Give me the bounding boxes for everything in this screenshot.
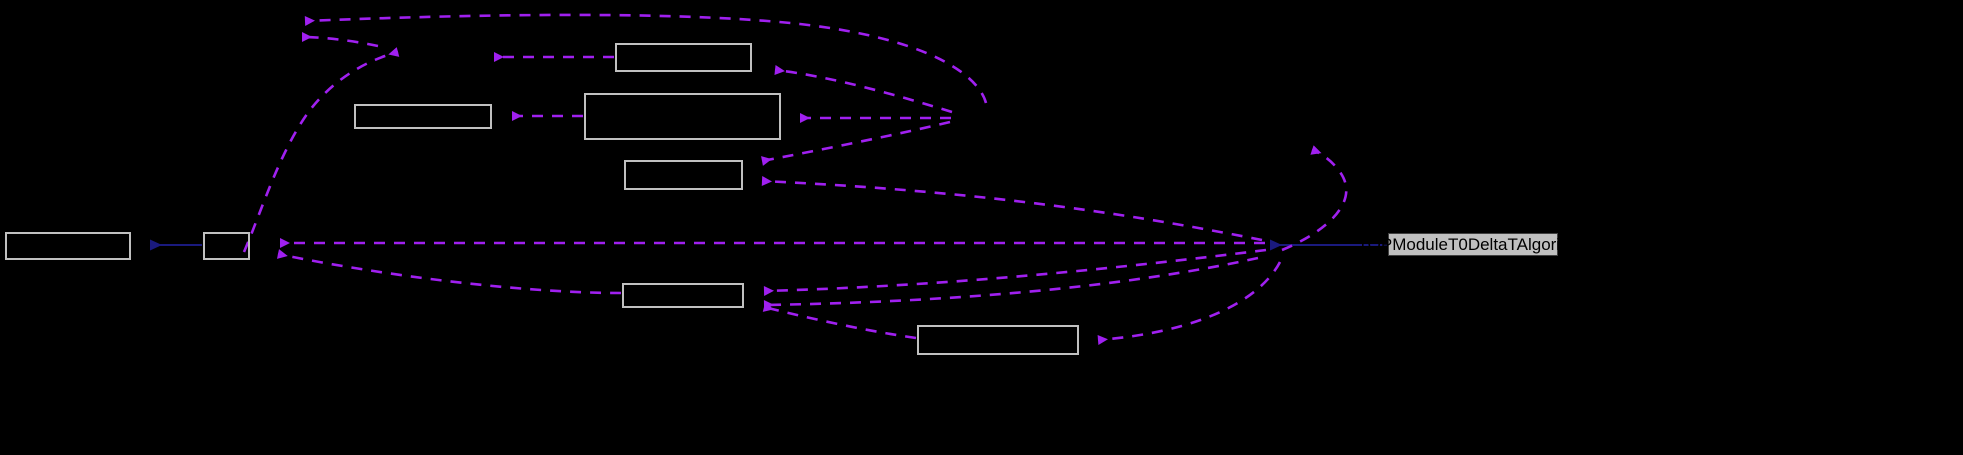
edge-main-to-node-h	[1097, 261, 1282, 345]
edge-main-to-node-f-upper	[761, 120, 951, 166]
graph-node-node-f[interactable]	[624, 160, 743, 190]
dashed-edges	[242, 13, 1348, 345]
graph-node-node-e[interactable]	[584, 93, 781, 140]
edge-curve-b-up-left	[242, 47, 400, 253]
edge-main-to-upper-right	[1281, 145, 1348, 252]
edge-main-to-node-d	[774, 65, 953, 114]
edge-main-to-node-f-lower	[761, 176, 1263, 242]
graph-node-node-b[interactable]	[203, 232, 250, 260]
edge-top-sweep-2	[301, 32, 379, 48]
edge-top-sweep-1	[304, 13, 988, 104]
graph-node-label: TOPModuleT0DeltaTAlgorithm	[1357, 235, 1589, 254]
edge-node-g-to-node-b	[276, 249, 622, 295]
graph-node-node-a[interactable]	[5, 232, 131, 260]
graph-node-node-g[interactable]	[622, 283, 744, 308]
edge-node-h-to-node-g	[762, 302, 917, 340]
graph-node-node-main[interactable]: TOPModuleT0DeltaTAlgorithm	[1358, 233, 1588, 256]
graph-node-node-h[interactable]	[917, 325, 1079, 355]
graph-node-node-c[interactable]	[354, 104, 492, 129]
edge-main-to-node-g-lower	[763, 256, 1259, 310]
edge-main-to-node-g-upper	[763, 248, 1267, 296]
graph-node-node-d[interactable]	[615, 43, 752, 72]
